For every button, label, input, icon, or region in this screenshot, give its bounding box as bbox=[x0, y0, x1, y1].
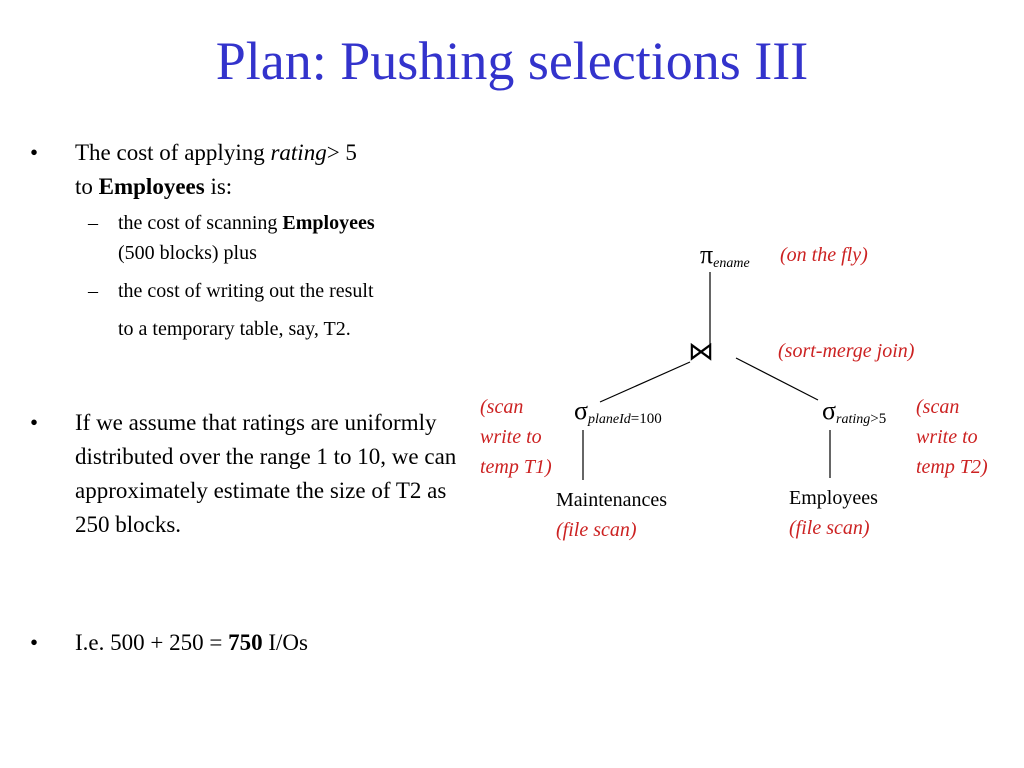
note-line: write to bbox=[916, 426, 978, 448]
bullet-text-part: I.e. 500 + 250 = bbox=[75, 630, 229, 655]
sub-bullet-text: the cost of scanning bbox=[118, 212, 283, 234]
slide-title: Plan: Pushing selections III bbox=[215, 31, 809, 91]
projection-node: πename bbox=[700, 240, 750, 271]
note-line: write to bbox=[480, 426, 542, 448]
selection-cond: >5 bbox=[870, 411, 887, 427]
leaf-note: (file scan) bbox=[789, 517, 870, 539]
bullet-text: If we assume that ratings are uniformly … bbox=[75, 410, 457, 537]
relation-name: Employees bbox=[789, 487, 878, 509]
bullet-text-part: to bbox=[75, 174, 99, 199]
leaf-maintenances: Maintenances (file scan) bbox=[556, 485, 667, 545]
sub-bullet-list: – the cost of scanning Employees (500 bl… bbox=[88, 208, 468, 348]
selection-attr: rating bbox=[836, 412, 871, 427]
note-line: (scan bbox=[916, 396, 960, 418]
bullet-marker: • bbox=[30, 410, 39, 435]
edge-join-left bbox=[599, 361, 691, 403]
attr-rating: rating bbox=[270, 140, 327, 165]
sigma-icon: σ bbox=[574, 396, 589, 425]
pi-icon: π bbox=[700, 240, 714, 269]
projection-attr: ename bbox=[713, 256, 750, 271]
total-io-value: 750 bbox=[228, 630, 263, 655]
join-node: ⋈ bbox=[688, 337, 714, 366]
bullet-text-part: is: bbox=[204, 174, 233, 199]
projection-note: (on the fly) bbox=[780, 244, 868, 266]
bullet-marker: • bbox=[30, 140, 39, 165]
selection-left-note: (scan write to temp T1) bbox=[480, 392, 552, 482]
selection-left-node: σplaneId=100 bbox=[574, 396, 662, 427]
sub-bullet-marker: – bbox=[88, 212, 98, 234]
relation-name: Maintenances bbox=[556, 489, 668, 511]
sub-bullet-text: (500 blocks) plus bbox=[118, 242, 257, 264]
sigma-icon: σ bbox=[822, 396, 837, 425]
note-line: temp T1) bbox=[480, 456, 552, 478]
bullet-text-part: The cost of applying bbox=[75, 140, 271, 165]
sub-bullet-text: to a temporary table, say, T2. bbox=[118, 318, 351, 340]
selection-right-node: σrating>5 bbox=[822, 396, 887, 427]
bullet-text: I.e. 500 + 250 = 750 I/Os bbox=[75, 626, 460, 660]
sub-bullet-text: the cost of writing out the result bbox=[118, 280, 374, 302]
sub-bullet-scan: – the cost of scanning Employees (500 bl… bbox=[88, 208, 468, 268]
join-note: (sort-merge join) bbox=[778, 340, 915, 362]
sub-bullet-marker: – bbox=[88, 280, 98, 302]
selection-attr: planeId bbox=[588, 412, 631, 427]
selection-right-note: (scan write to temp T2) bbox=[916, 392, 988, 482]
note-line: temp T2) bbox=[916, 456, 988, 478]
edge-join-right bbox=[735, 357, 819, 401]
bullet-text: The cost of applying rating> 5 to Employ… bbox=[75, 136, 460, 204]
note-line: (scan bbox=[480, 396, 524, 418]
leaf-employees: Employees (file scan) bbox=[789, 483, 878, 543]
bullet-text-part: I/Os bbox=[262, 630, 308, 655]
table-employees: Employees bbox=[98, 174, 205, 199]
leaf-note: (file scan) bbox=[556, 519, 637, 541]
sub-bullet-write: – the cost of writing out the result to … bbox=[88, 272, 468, 348]
bullet-text-part: > 5 bbox=[326, 140, 357, 165]
bullet-marker: • bbox=[30, 630, 39, 655]
table-employees: Employees bbox=[282, 212, 375, 234]
selection-cond: =100 bbox=[630, 411, 662, 427]
